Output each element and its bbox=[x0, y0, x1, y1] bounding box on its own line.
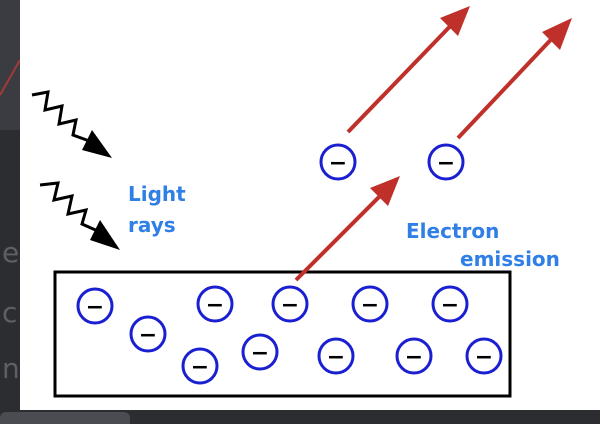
electron-emission-label: Electron bbox=[406, 219, 499, 243]
metal-plate bbox=[53, 270, 512, 398]
electron-minus-sign: − bbox=[405, 345, 423, 370]
emission-arrowhead bbox=[440, 6, 470, 36]
electron-group: −−−−−−−−−−−−− bbox=[76, 143, 503, 385]
electron-minus-sign: − bbox=[86, 295, 104, 320]
electron-minus-sign: − bbox=[206, 293, 224, 318]
electron: − bbox=[427, 143, 465, 181]
emission-arrow bbox=[294, 186, 390, 282]
electron-emission-label: emission bbox=[460, 247, 560, 271]
electron-minus-sign: − bbox=[329, 151, 347, 176]
emission-arrow bbox=[456, 28, 562, 140]
background-bottom-strip bbox=[0, 410, 600, 424]
electron: − bbox=[351, 285, 389, 323]
electron: − bbox=[395, 337, 433, 375]
light-rays-label: rays bbox=[128, 213, 176, 237]
electron-minus-sign: − bbox=[139, 323, 157, 348]
background-stroke bbox=[0, 59, 20, 96]
light-ray-arrow bbox=[31, 90, 112, 158]
electron-minus-sign: − bbox=[437, 151, 455, 176]
electron-minus-sign: − bbox=[251, 341, 269, 366]
emission-arrowhead bbox=[370, 176, 400, 206]
photoelectric-diagram: Light rays Electron emission −−−−−−−−−−−… bbox=[20, 0, 600, 410]
electron: − bbox=[317, 337, 355, 375]
electron-minus-sign: − bbox=[475, 345, 493, 370]
emission-arrowhead bbox=[542, 18, 572, 50]
electron: − bbox=[465, 337, 503, 375]
light-rays-label: Light bbox=[128, 182, 186, 206]
electron-minus-sign: − bbox=[191, 355, 209, 380]
electron-minus-sign: − bbox=[361, 293, 379, 318]
light-ray-arrow bbox=[39, 181, 120, 250]
electron-minus-sign: − bbox=[441, 293, 459, 318]
background-text-fragment: n bbox=[2, 352, 20, 385]
electron: − bbox=[129, 315, 167, 353]
diagram-canvas: Light rays Electron emission −−−−−−−−−−−… bbox=[31, 6, 572, 398]
electron: − bbox=[431, 285, 469, 323]
electron: − bbox=[76, 287, 114, 325]
emission-arrow bbox=[346, 13, 463, 134]
background-bottom-tab bbox=[0, 412, 130, 424]
electron: − bbox=[196, 285, 234, 323]
electron: − bbox=[271, 285, 309, 323]
electron-minus-sign: − bbox=[327, 345, 345, 370]
electron: − bbox=[241, 333, 279, 371]
background-left-panel bbox=[0, 0, 20, 130]
background-text-fragment: c bbox=[2, 296, 18, 329]
electron-minus-sign: − bbox=[281, 293, 299, 318]
electron: − bbox=[181, 347, 219, 385]
electron: − bbox=[319, 143, 357, 181]
